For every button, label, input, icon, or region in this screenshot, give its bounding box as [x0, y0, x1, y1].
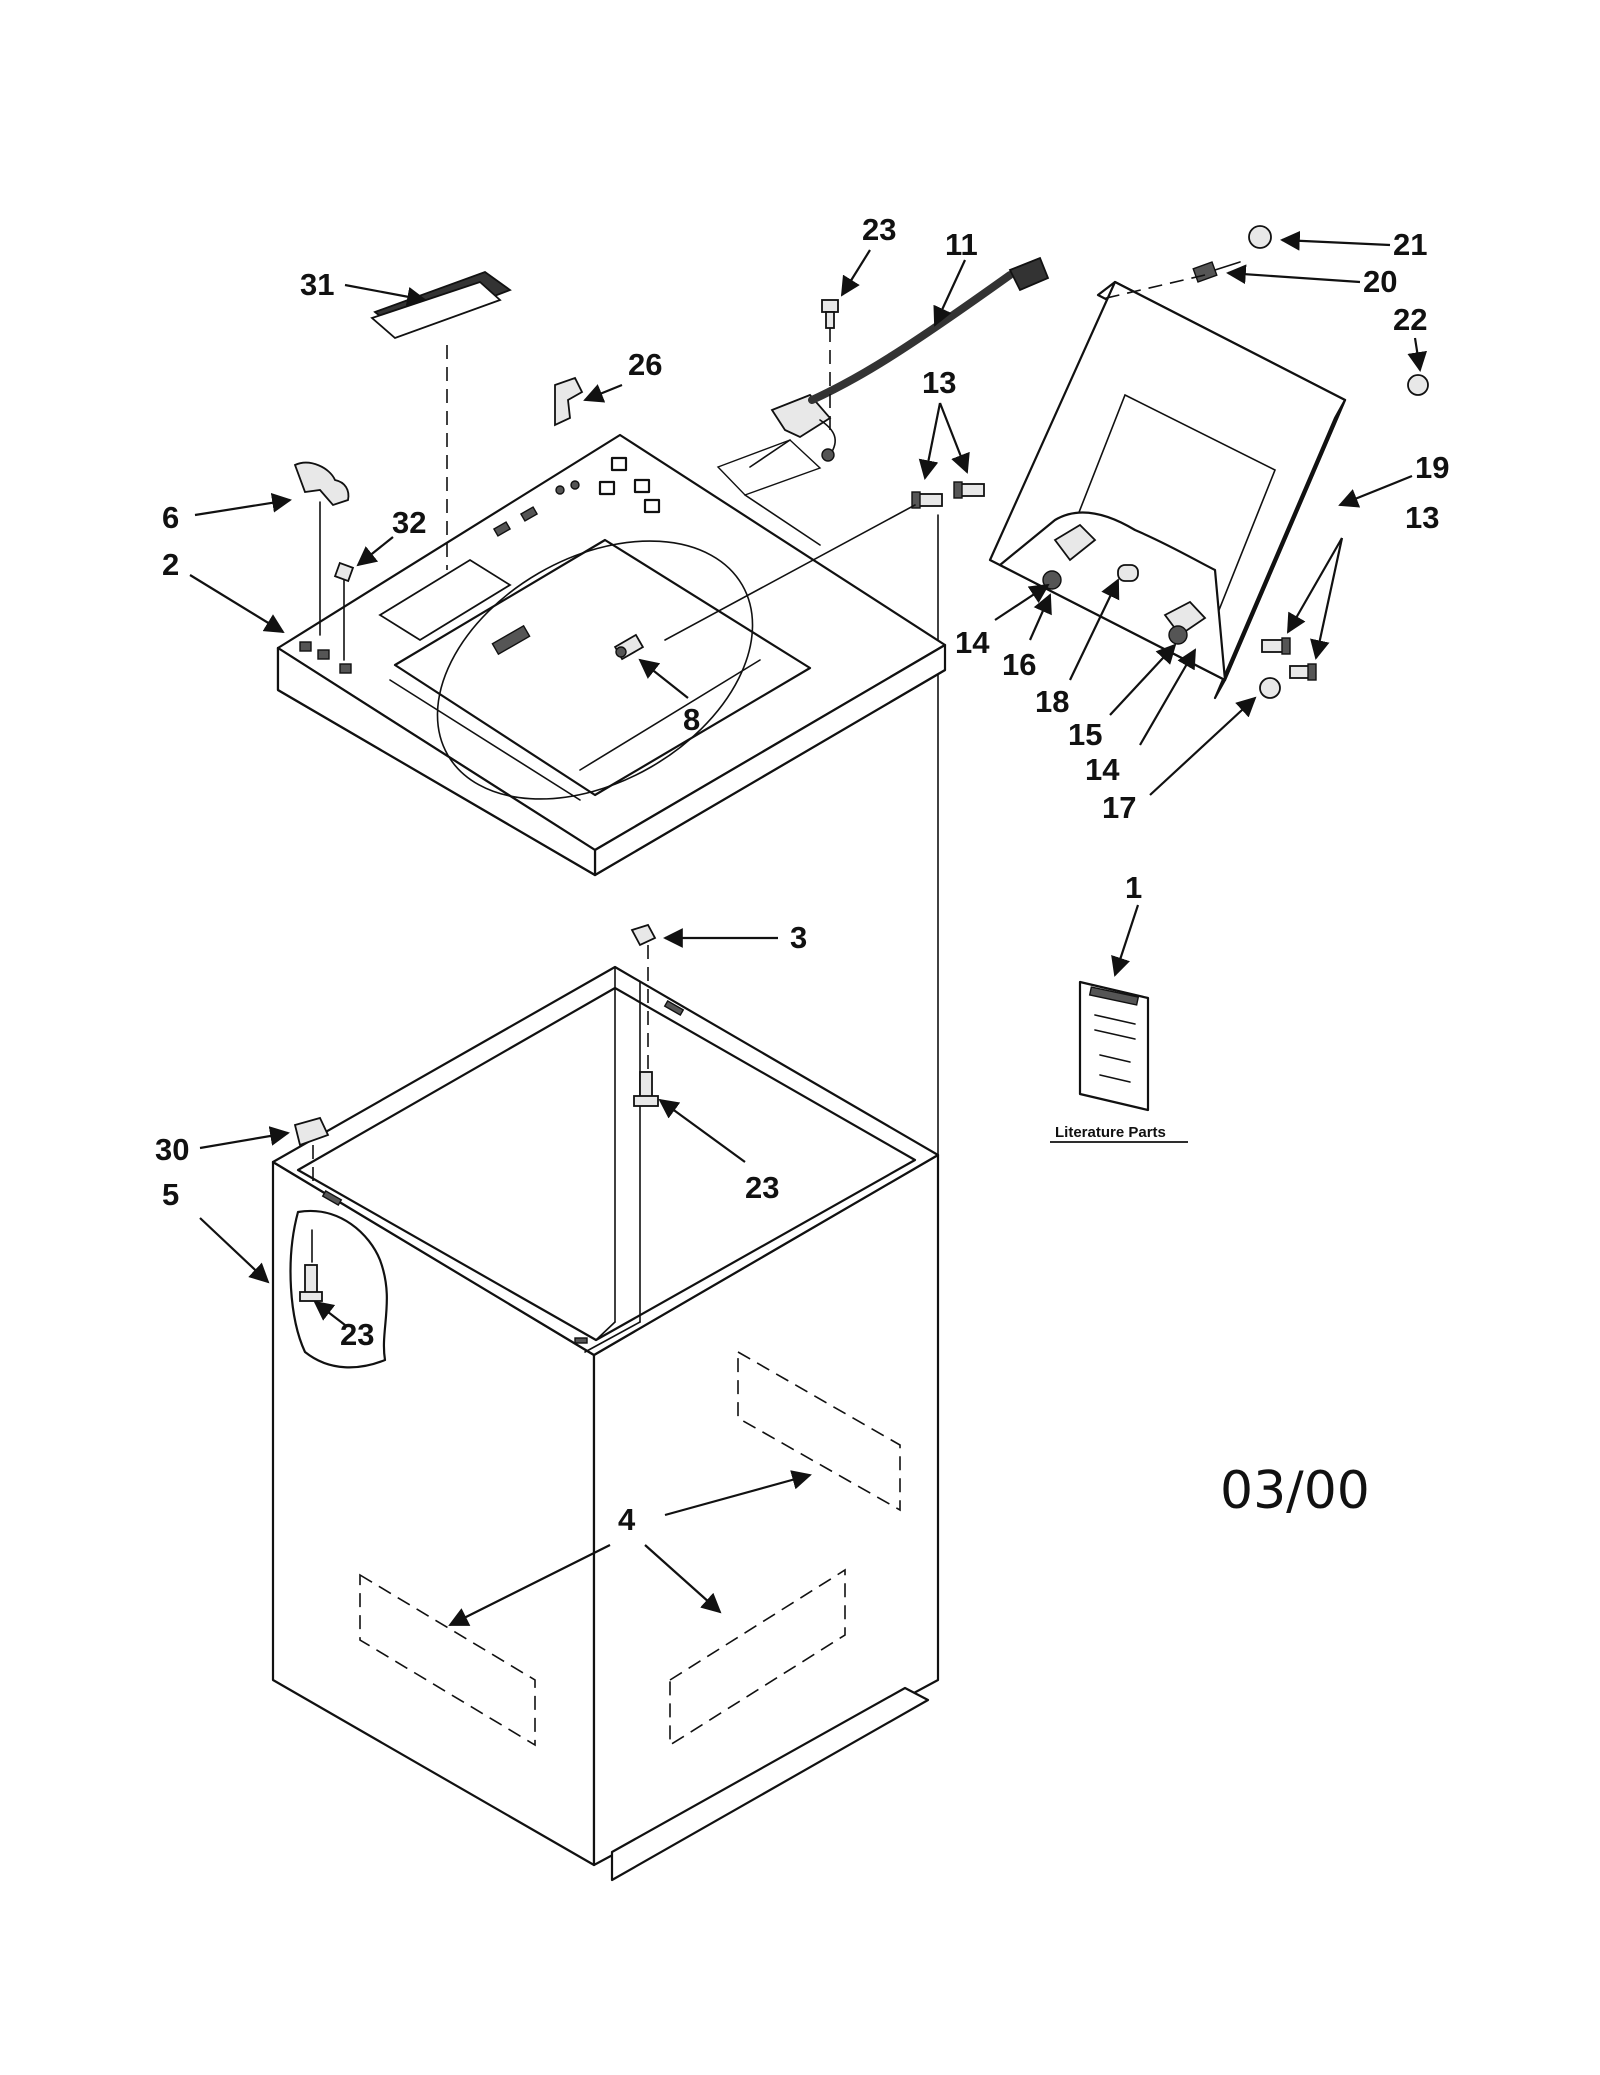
- harness-shield: [716, 439, 822, 496]
- part-20-stud: [1192, 261, 1241, 283]
- cabinet-base-strip: [610, 1686, 930, 1882]
- top-panel: [276, 433, 947, 877]
- part-30-clip: [293, 1116, 330, 1147]
- callout-14-right: 14: [1085, 752, 1120, 787]
- part-23-screw-frame: [633, 1071, 659, 1107]
- part-22-bumper: [1407, 374, 1429, 396]
- lid: [988, 280, 1347, 700]
- part-13-screws-lower: [1261, 637, 1317, 681]
- callout-23-frame: 23: [745, 1170, 779, 1205]
- callout-16: 16: [1002, 647, 1036, 682]
- dispenser-recess: [378, 558, 512, 642]
- callout-11: 11: [945, 227, 978, 262]
- top-panel-holes: [299, 456, 661, 674]
- cabinet-top-opening: [296, 986, 917, 1342]
- callout-26: 26: [628, 347, 662, 382]
- part-21-bumper: [1248, 225, 1272, 249]
- callout-22: 22: [1393, 302, 1427, 337]
- date-code: 03/00: [1220, 1461, 1370, 1521]
- cabinet-cutaway: [289, 1209, 388, 1369]
- callout-14-left: 14: [955, 625, 990, 660]
- callout-2: 2: [162, 547, 179, 582]
- callout-1: 1: [1125, 870, 1142, 905]
- top-panel-left-edge: [276, 646, 597, 877]
- lid-side-edge: [1213, 398, 1347, 700]
- part-13-screws-upper: [911, 481, 985, 509]
- callout-13-lower: 13: [1405, 500, 1439, 535]
- part-31-dispenser-cover: [370, 270, 512, 340]
- insulation-panels-dashed: [359, 1350, 901, 1747]
- part-3-clip: [630, 923, 657, 947]
- tub-ring: [436, 540, 754, 800]
- part-23-screw-cabinet: [299, 1264, 323, 1302]
- callout-13-upper: 13: [922, 365, 956, 400]
- callout-17: 17: [1102, 790, 1136, 825]
- callout-18: 18: [1035, 684, 1069, 719]
- literature-parts-label: Literature Parts: [1055, 1124, 1166, 1141]
- callout-labels: 31 26 6 2 32 8 23 11 13 21 20 22 19 13 1…: [155, 212, 1449, 1537]
- part-14-hinge-right: [1163, 600, 1281, 699]
- callout-30: 30: [155, 1132, 189, 1167]
- leader-arrows: [189, 230, 1428, 1626]
- callout-19: 19: [1415, 450, 1449, 485]
- callout-23-top: 23: [862, 212, 896, 247]
- callout-6: 6: [162, 500, 179, 535]
- cabinet: [271, 514, 940, 1882]
- callout-21: 21: [1393, 227, 1427, 262]
- part-26-clip: [554, 376, 584, 427]
- callout-20: 20: [1363, 264, 1397, 299]
- callout-31: 31: [300, 267, 334, 302]
- callout-3: 3: [790, 920, 807, 955]
- callout-5: 5: [162, 1177, 179, 1212]
- part-32-clip: [333, 561, 355, 583]
- part-23-screw-top: [821, 299, 839, 329]
- callout-23-cabinet: 23: [340, 1317, 374, 1352]
- callout-32: 32: [392, 505, 426, 540]
- assembly-lines: [311, 274, 1206, 1263]
- callout-8: 8: [683, 702, 700, 737]
- part-6-bracket: [293, 461, 350, 507]
- top-panel-opening: [393, 538, 812, 797]
- callout-15: 15: [1068, 717, 1102, 752]
- part-11-lid-switch-harness: [770, 256, 1050, 462]
- part-8-screw: [613, 633, 645, 661]
- callout-4: 4: [618, 1502, 636, 1537]
- part-1-literature-booklet: [1078, 980, 1150, 1112]
